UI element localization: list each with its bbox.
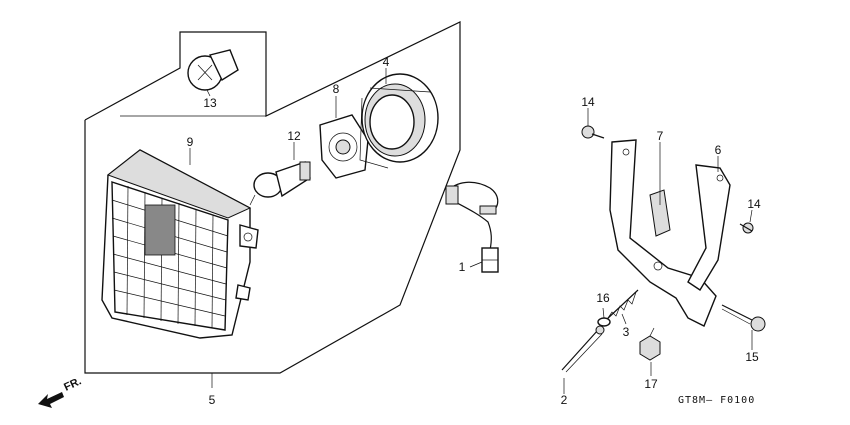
- bolt-14-top: [581, 125, 605, 139]
- diagram-code: GT8M– F0100: [678, 395, 755, 406]
- nut-17: [639, 327, 661, 361]
- callout-1: 1: [459, 260, 466, 274]
- callout-15: 15: [745, 350, 759, 364]
- leader-lines: [189, 68, 753, 394]
- headlight-unit: [101, 149, 259, 339]
- callout-16: 16: [596, 291, 610, 305]
- headlight-case: [359, 73, 439, 169]
- callout-4: 4: [383, 55, 390, 69]
- mounting-bracket: [609, 139, 731, 327]
- callout-8: 8: [333, 82, 340, 96]
- washer-16: [597, 317, 611, 327]
- spring-3: [605, 289, 639, 321]
- callout-12: 12: [287, 129, 301, 143]
- front-direction-arrow-icon: [38, 392, 64, 408]
- assembly-outline: [84, 21, 461, 388]
- position-bulb: [187, 49, 239, 91]
- direction-label: FR.: [62, 375, 83, 393]
- callout-6: 6: [715, 143, 722, 157]
- callout-9: 9: [187, 135, 194, 149]
- callout-17: 17: [644, 377, 658, 391]
- callout-5: 5: [209, 393, 216, 407]
- bolt-15: [721, 304, 766, 332]
- callout-13: 13: [203, 96, 217, 110]
- headlight-bulb: [249, 161, 311, 206]
- callout-14-top: 14: [581, 95, 595, 109]
- callout-2: 2: [561, 393, 568, 407]
- callout-7: 7: [657, 129, 664, 143]
- callout-3: 3: [623, 325, 630, 339]
- bolt-14-right: [739, 222, 754, 234]
- bulb-socket: [319, 114, 369, 179]
- callout-14-right: 14: [747, 197, 761, 211]
- wire-harness: [445, 181, 499, 273]
- bolt-2: [561, 325, 605, 373]
